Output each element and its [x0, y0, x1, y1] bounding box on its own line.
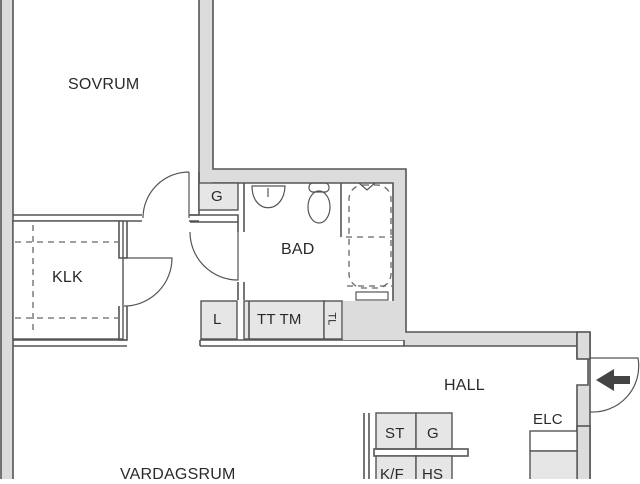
unit-label-st: ST [385, 425, 405, 442]
unit-label-g-top: G [211, 188, 223, 205]
unit-label-kf: K/F [380, 466, 404, 483]
room-label-hall: HALL [444, 377, 485, 394]
door-bad [189, 231, 239, 281]
entrance-door [589, 357, 640, 413]
bath-tap [358, 182, 376, 191]
wall-sovrum-right-lower [189, 172, 200, 222]
unit-g-top [198, 182, 239, 211]
shaft [343, 301, 405, 340]
door-klk [123, 257, 173, 307]
wall-hall-storage-left [363, 413, 370, 479]
unit-label-g-hall: G [427, 425, 439, 442]
bathtub-lines [346, 236, 392, 287]
sink-icon [251, 185, 286, 209]
room-label-vardagsrum: VARDAGSRUM [120, 466, 236, 483]
room-label-klk: KLK [52, 269, 83, 286]
interior-wall-bathroom [198, 0, 591, 479]
toilet-tank [308, 182, 330, 193]
elc-cabinet [529, 450, 578, 479]
klk-shelves [15, 225, 118, 335]
unit-label-tt-tm: TT TM [257, 311, 302, 328]
exterior-wall-left [0, 0, 14, 479]
wall-klk-bottom [13, 339, 127, 347]
entrance-arrow-icon [596, 369, 630, 391]
unit-label-l: L [213, 311, 222, 328]
unit-hs [415, 455, 453, 479]
unit-label-tl: TL [325, 312, 338, 326]
wall-hall-lower-right [576, 425, 591, 479]
bath-step [355, 291, 389, 301]
wall-bad-bottom [199, 339, 404, 347]
room-label-sovrum: SOVRUM [68, 76, 140, 93]
bad-door-jambs [237, 183, 245, 300]
unit-l [200, 300, 238, 340]
door-sovrum [142, 171, 190, 219]
unit-tl [323, 300, 343, 340]
wall-bad-door-top [190, 214, 239, 223]
toilet-icon [307, 190, 331, 224]
unit-label-hs: HS [422, 466, 444, 483]
wall-hall-upper-right [576, 331, 591, 360]
unit-label-elc: ELC [533, 411, 563, 428]
wall-sovrum-bottom [13, 214, 142, 222]
storage-shelf [373, 448, 469, 457]
elc-cabinet-top [529, 430, 578, 452]
klk-closet [12, 220, 124, 340]
room-label-bad: BAD [281, 241, 315, 258]
